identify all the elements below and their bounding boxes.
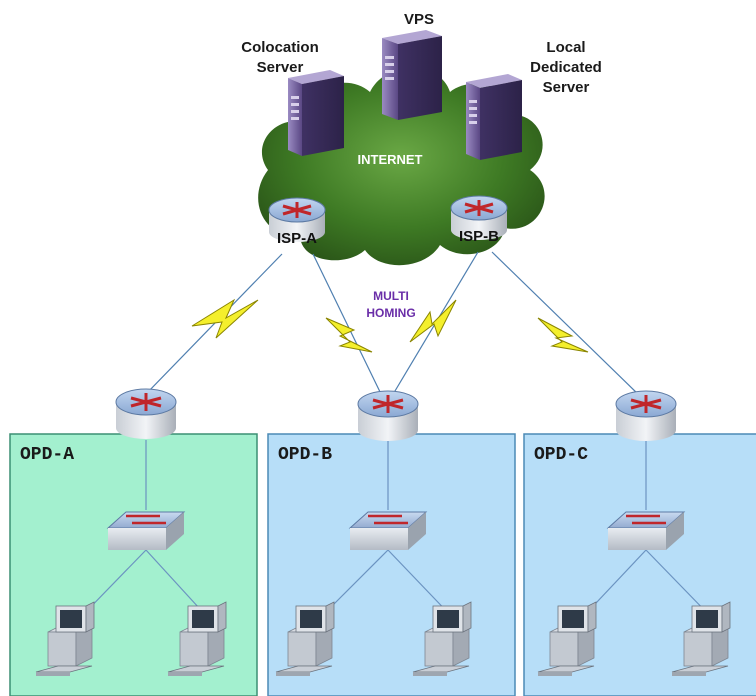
local-dedicated-label-line2: Dedicated bbox=[530, 59, 602, 76]
switch-icon bbox=[606, 511, 686, 550]
multi-homing-label-line2: HOMING bbox=[366, 306, 415, 320]
isp-b-label: ISP-B bbox=[459, 228, 499, 245]
lightning-link-icon bbox=[409, 299, 457, 343]
opd-b-label: OPD-B bbox=[278, 445, 332, 465]
router-icon bbox=[115, 388, 177, 439]
isp-a-router-icon bbox=[268, 197, 326, 242]
switch-icon bbox=[348, 511, 428, 550]
desktop-computer-icon bbox=[671, 601, 731, 676]
wan-link-lines bbox=[145, 251, 641, 397]
desktop-computer-icon bbox=[412, 601, 472, 676]
desktop-computer-icon bbox=[537, 601, 597, 676]
opd-c-label: OPD-C bbox=[534, 445, 588, 465]
multi-homing-label-line1: MULTI bbox=[373, 289, 409, 303]
desktop-computer-icon bbox=[35, 601, 95, 676]
colocation-label-line2: Server bbox=[257, 59, 304, 76]
colocation-label-line1: Colocation bbox=[241, 39, 319, 56]
lightning-link-icon bbox=[325, 317, 373, 353]
isp-b-router-icon bbox=[450, 195, 508, 240]
router-icon bbox=[615, 390, 677, 441]
lightning-links bbox=[191, 298, 589, 353]
desktop-computer-icon bbox=[167, 601, 227, 676]
local-dedicated-label-line3: Server bbox=[543, 79, 590, 96]
colocation-server-icon bbox=[288, 70, 344, 156]
isp-a-label: ISP-A bbox=[277, 230, 317, 247]
local-dedicated-label-line1: Local bbox=[546, 39, 585, 56]
router-icon bbox=[357, 390, 419, 441]
switch-icon bbox=[106, 511, 186, 550]
vps-server-icon bbox=[382, 30, 442, 120]
desktop-computer-icon bbox=[275, 601, 335, 676]
local-dedicated-server-icon bbox=[466, 74, 522, 160]
opd-a-label: OPD-A bbox=[20, 445, 74, 465]
vps-label: VPS bbox=[404, 11, 434, 28]
lightning-link-icon bbox=[191, 298, 259, 339]
lightning-link-icon bbox=[537, 317, 589, 353]
internet-label: INTERNET bbox=[358, 152, 423, 167]
